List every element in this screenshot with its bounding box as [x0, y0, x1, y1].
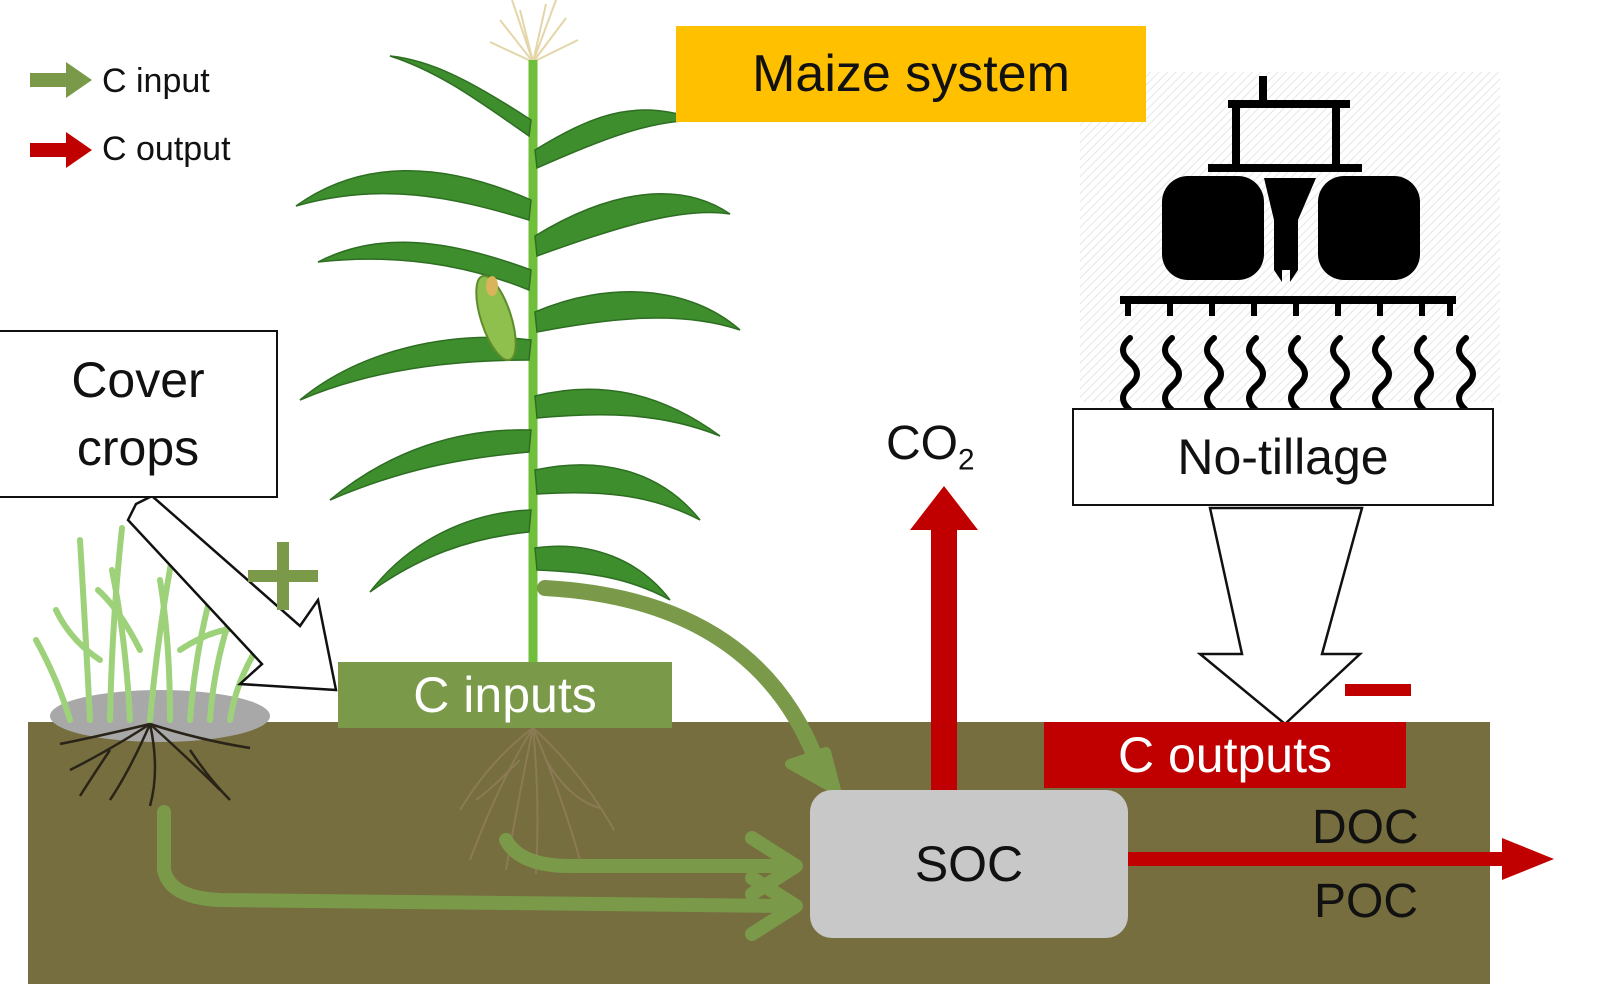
diagram-title: Maize system	[676, 26, 1146, 122]
cover-crops-line2: crops	[76, 420, 200, 476]
plus-sign	[248, 542, 318, 610]
legend-output-label: C output	[102, 130, 231, 168]
cover-crop-plant-icon	[33, 525, 265, 723]
cover-crop-mound	[50, 690, 270, 742]
soc-pool: SOC	[810, 790, 1128, 938]
maize-plant-icon	[295, 0, 741, 662]
co2-base: CO	[886, 417, 958, 470]
legend-input-arrow-icon	[30, 62, 92, 98]
doc-poc-arrow	[1128, 838, 1554, 880]
c-inputs-label: C inputs	[338, 662, 672, 728]
cover-crops-line1: Cover	[71, 352, 205, 408]
cover-roots-icon	[59, 722, 251, 807]
maize-to-soc-arrow	[537, 580, 841, 795]
no-tillage-arrow	[1196, 506, 1364, 726]
legend-output-arrow-icon	[30, 132, 92, 168]
cover-crops-arrow	[126, 494, 338, 692]
c-outputs-label: C outputs	[1044, 722, 1406, 788]
tractor-icon	[1120, 76, 1456, 316]
no-tillage-box: No-tillage	[1072, 408, 1494, 506]
cover-crops-box: Cover crops	[0, 330, 278, 498]
co2-label: CO2	[886, 416, 975, 477]
minus-sign	[1345, 684, 1411, 696]
co2-arrow	[910, 486, 978, 790]
co2-subscript: 2	[958, 443, 975, 477]
poc-label: POC	[1314, 875, 1419, 928]
tillage-waves-icon	[1120, 335, 1476, 413]
doc-label: DOC	[1312, 801, 1419, 854]
cover-roots-to-soc-arrow	[157, 805, 803, 941]
legend-input-label: C input	[102, 62, 210, 100]
